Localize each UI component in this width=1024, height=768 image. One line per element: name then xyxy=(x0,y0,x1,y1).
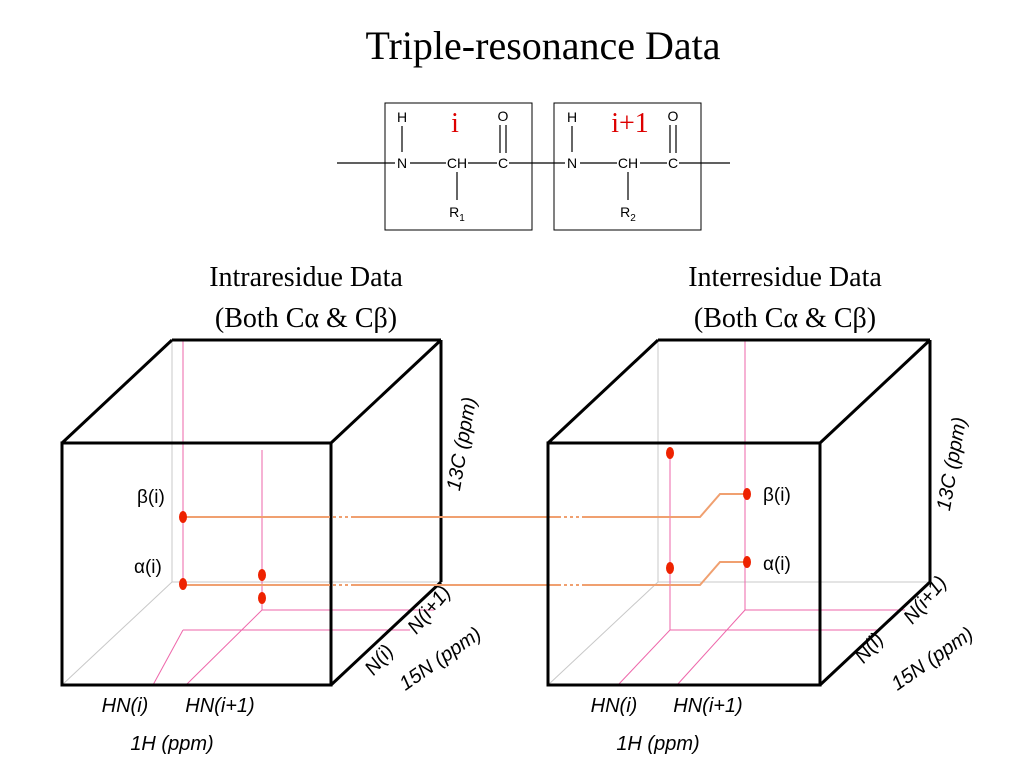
right-axis-c-label: 13C (ppm) xyxy=(933,416,971,513)
right-strip-hn-i1-drop xyxy=(676,609,746,686)
left-cube-front-face xyxy=(60,441,333,687)
residue-i-box xyxy=(384,102,533,231)
right-cube-edge xyxy=(546,338,660,445)
residue-i1-c: C xyxy=(668,155,678,171)
residue-i1-o: O xyxy=(668,108,679,124)
residue-i1-n: N xyxy=(567,155,577,171)
left-peak-beta xyxy=(179,511,187,523)
left-label-alpha: α(i) xyxy=(134,557,162,578)
left-cube-hidden-edge xyxy=(61,581,173,686)
residue-i-c: C xyxy=(498,155,508,171)
right-beta-connector xyxy=(590,493,745,518)
right-cube: β(i) α(i) 13C (ppm) N(i) N(i+1) 15N (ppm… xyxy=(546,338,978,755)
left-label-beta: β(i) xyxy=(137,487,165,508)
residue-i-h: H xyxy=(397,109,407,125)
residue-i-ca: CH xyxy=(447,155,467,171)
right-tick-hn-i1: HN(i+1) xyxy=(673,695,742,717)
residue-i1-box xyxy=(553,102,702,231)
left-cube-edge xyxy=(329,580,443,687)
left-cube-edge xyxy=(329,338,443,445)
left-strip-hn-i1-drop xyxy=(185,609,263,686)
left-tick-n-i: N(i) xyxy=(361,641,399,680)
residue-i-r: R1 xyxy=(449,204,465,224)
residue-i-label: i xyxy=(451,108,459,139)
right-axis-h-label: 1H (ppm) xyxy=(616,733,699,755)
residue-i1-ca: CH xyxy=(618,155,638,171)
left-axis-h-label: 1H (ppm) xyxy=(130,733,213,755)
left-tick-hn-i1: HN(i+1) xyxy=(185,695,254,717)
right-peak-top xyxy=(666,447,674,459)
residue-i-o: O xyxy=(498,108,509,124)
right-strip-hn-i-drop xyxy=(617,629,671,686)
left-peak-alpha-i1b xyxy=(258,592,266,604)
residue-i1-r: R2 xyxy=(620,204,636,224)
right-tick-hn-i: HN(i) xyxy=(591,695,638,717)
residue-i1-label: i+1 xyxy=(611,108,649,139)
left-cube: β(i) α(i) 13C (ppm) N(i) N(i+1) 15N (ppm… xyxy=(60,338,486,755)
left-tick-hn-i: HN(i) xyxy=(102,695,149,717)
right-tick-n-i: N(i) xyxy=(851,629,889,668)
right-panel-subheading: (Both Cα & Cβ) xyxy=(694,303,876,334)
right-label-beta: β(i) xyxy=(763,485,791,506)
residue-i1-h: H xyxy=(567,109,577,125)
left-axis-n-label: 15N (ppm) xyxy=(396,623,486,695)
right-axis-n-label: 15N (ppm) xyxy=(888,623,978,695)
left-panel-heading: Intraresidue Data xyxy=(209,262,403,293)
page-title: Triple-resonance Data xyxy=(365,23,720,68)
left-peak-alpha-i1 xyxy=(258,569,266,581)
right-label-alpha: α(i) xyxy=(763,554,791,575)
right-cube-hidden-edge xyxy=(547,581,659,686)
linking-lines xyxy=(322,516,590,586)
left-axis-c-label: 13C (ppm) xyxy=(443,396,481,493)
right-tick-n-i1: N(i+1) xyxy=(899,572,951,628)
right-peak-alpha xyxy=(743,556,751,568)
residue-i-n: N xyxy=(397,155,407,171)
right-peak-beta xyxy=(743,488,751,500)
left-peak-alpha xyxy=(179,578,187,590)
right-cube-edge xyxy=(818,338,932,445)
right-panel-heading: Interresidue Data xyxy=(688,262,882,293)
right-alpha-connector xyxy=(590,561,745,586)
left-panel-subheading: (Both Cα & Cβ) xyxy=(215,303,397,334)
right-peak-mid xyxy=(666,562,674,574)
left-cube-edge xyxy=(60,338,174,445)
left-strip-hn-i-drop xyxy=(152,629,184,686)
right-cube-edge xyxy=(818,580,932,687)
peptide-backbone: H N CH R1 C O i H N CH R2 C O i+1 xyxy=(337,102,730,231)
